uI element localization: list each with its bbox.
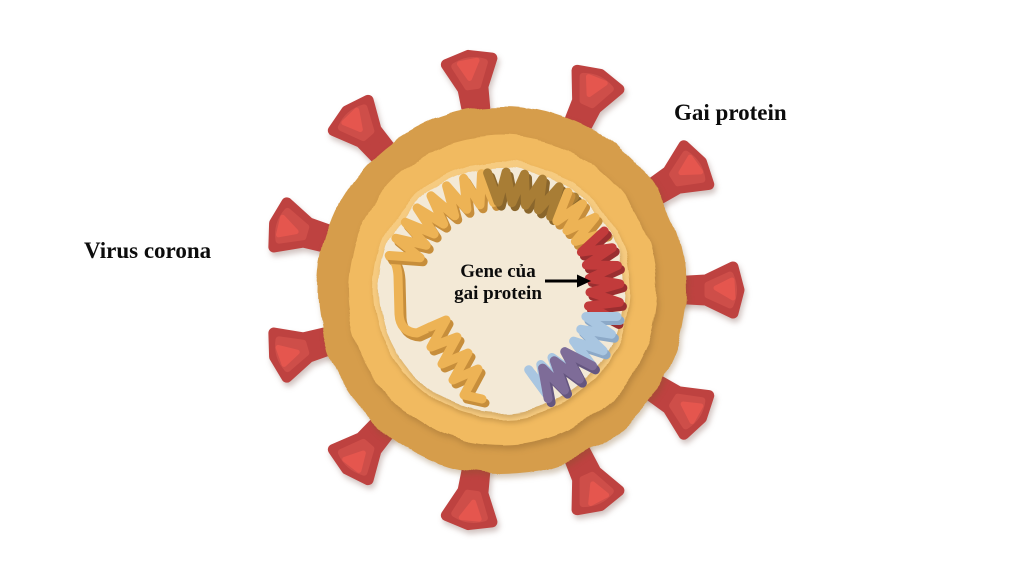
gene-label: Gene của gai protein: [443, 261, 553, 305]
spike-protein-label: Gai protein: [674, 100, 787, 125]
rna-strand: [384, 167, 628, 408]
gene-label-line2: gai protein: [454, 283, 542, 304]
gene-arrow-icon: [545, 274, 591, 288]
gene-label-line1: Gene của: [460, 261, 536, 282]
virus-corona-label: Virus corona: [84, 238, 212, 263]
